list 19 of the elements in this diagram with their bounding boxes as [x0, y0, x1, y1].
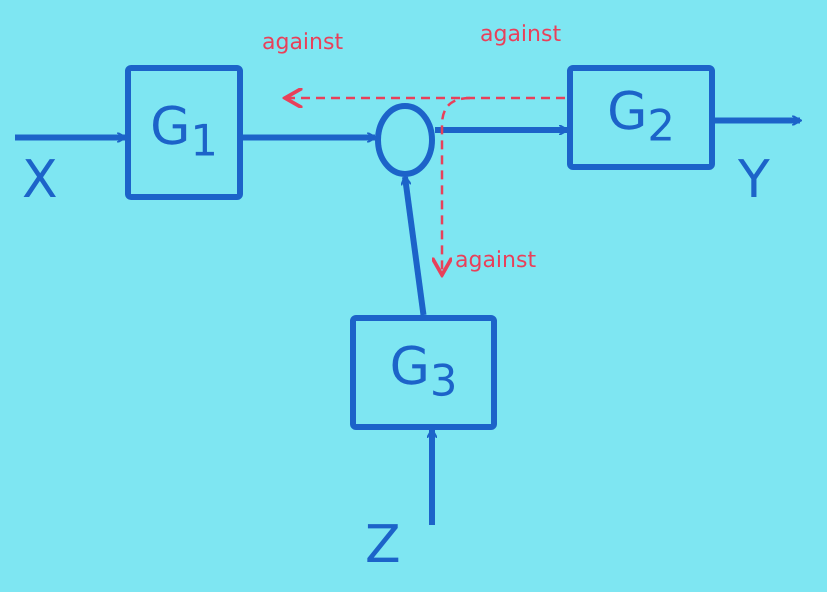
signal-arrow: [426, 428, 438, 525]
block-label: G$_{3}$: [390, 341, 458, 404]
signal-label: Z: [365, 515, 401, 575]
signal-arrow: [435, 124, 569, 136]
block-label: G$_{1}$: [150, 101, 218, 164]
signal-arrow: [400, 175, 426, 316]
annotation-text: against: [455, 248, 536, 273]
block-box: [567, 65, 715, 170]
annotation-text: against: [480, 22, 562, 47]
signal-arrow: [15, 132, 127, 144]
summing-junction: [375, 103, 435, 177]
annotation-text: against: [262, 30, 344, 55]
block-box: [350, 315, 497, 430]
signal-arrow: [715, 114, 802, 126]
signal-label: Y: [738, 150, 770, 210]
block-label: G$_{2}$: [607, 86, 675, 149]
block-box: [125, 65, 243, 200]
signal-label: X: [22, 150, 58, 210]
signal-arrow: [243, 132, 377, 144]
